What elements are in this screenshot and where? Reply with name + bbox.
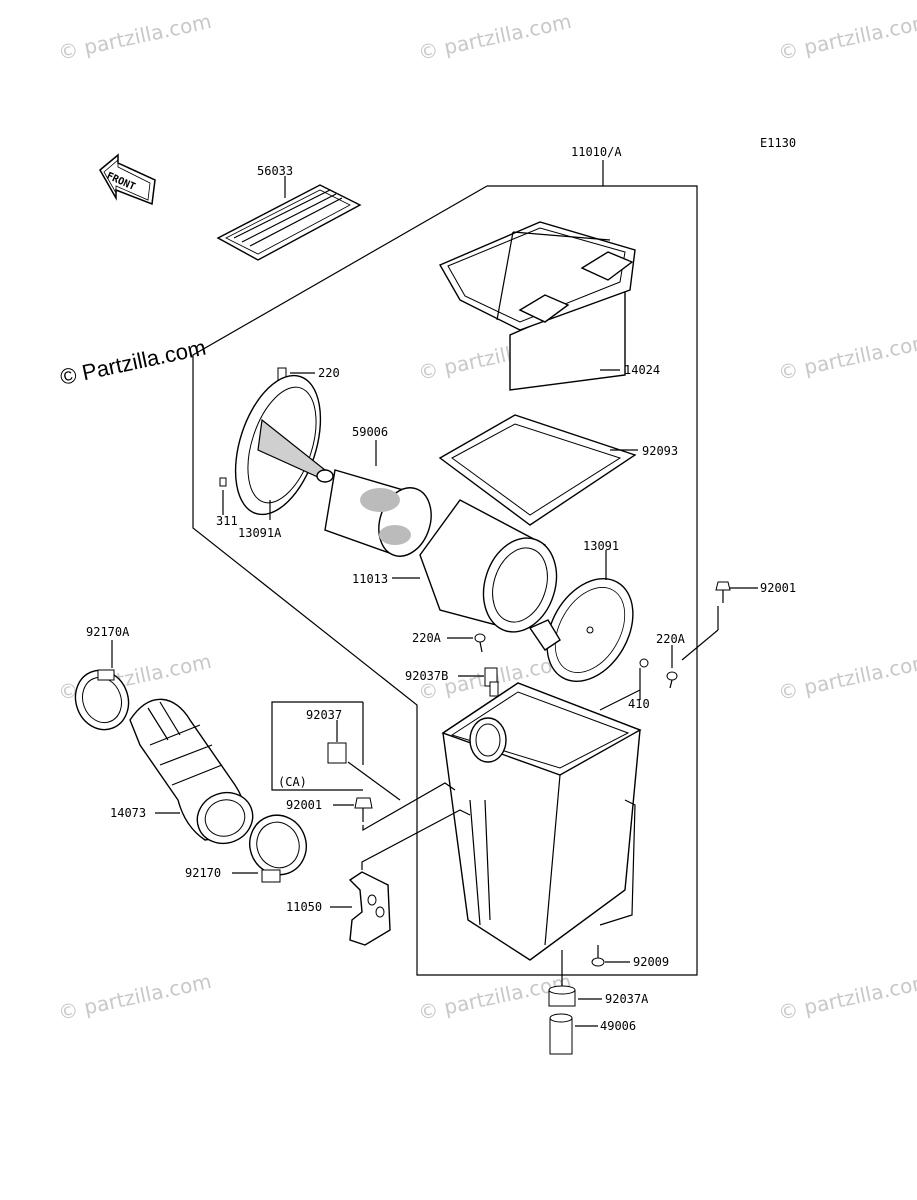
callout-92093: 92093 [642, 444, 678, 458]
callout-11050: 11050 [286, 900, 322, 914]
part-13091A-cover [234, 374, 334, 516]
part-92170A-clamp [74, 669, 130, 731]
part-59006-screen [324, 469, 432, 557]
watermark: © partzilla.com [416, 9, 573, 65]
watermark: © partzilla.com [56, 969, 213, 1025]
callout-311: 311 [216, 514, 238, 528]
part-92093-gasket [438, 414, 637, 526]
callout-13091A: 13091A [238, 526, 282, 540]
front-arrow-icon: FRONT [99, 153, 156, 206]
watermark: © partzilla.com [776, 969, 917, 1025]
part-410-washer [639, 658, 649, 668]
callout-92170: 92170 [185, 866, 221, 880]
callout-220: 220 [318, 366, 340, 380]
leader-line [361, 809, 471, 870]
assembly-bracket [192, 185, 698, 976]
watermark: © partzilla.com [776, 649, 917, 705]
callout-92037A: 92037A [605, 992, 649, 1006]
part-92170-clamp [249, 814, 307, 883]
part-92037B-clamp [484, 667, 499, 697]
part-220A-screw-right [666, 671, 678, 689]
callout-410: 410 [628, 697, 650, 711]
part-92009-screw [591, 945, 605, 967]
callout-11010A: 11010/A [571, 145, 622, 159]
part-92001-bolt-left [354, 797, 373, 822]
part-13091-cap [528, 578, 634, 682]
part-11013-element [419, 499, 558, 633]
callout-49006: 49006 [600, 1019, 636, 1033]
callout-92170A: 92170A [86, 625, 130, 639]
callout-92001-left: 92001 [286, 798, 322, 812]
callout-59006: 59006 [352, 425, 388, 439]
callout-92037: 92037 [306, 708, 342, 722]
leader-line [599, 689, 641, 711]
callout-92009: 92009 [633, 955, 669, 969]
callout-14024: 14024 [624, 363, 660, 377]
callout-13091: 13091 [583, 539, 619, 553]
part-311-grommet [219, 477, 227, 487]
part-92037A-clamp [548, 985, 576, 1007]
ca-variant-box: 92037 (CA) [271, 701, 401, 801]
ca-note: (CA) [278, 775, 307, 789]
callout-220A-left: 220A [412, 631, 442, 645]
watermark-main: © Partzilla.com [58, 335, 208, 390]
callout-56033: 56033 [257, 164, 293, 178]
part-49006-drain-cap [549, 1013, 573, 1055]
part-14073-duct [129, 698, 254, 845]
diagram-code: E1130 [760, 136, 796, 150]
leader-line [362, 782, 456, 832]
part-56033-pad [216, 184, 362, 261]
part-220A-screw-left [474, 633, 486, 653]
callout-92037B: 92037B [405, 669, 448, 683]
part-92037-clamp [327, 742, 347, 764]
watermark: © partzilla.com [56, 9, 213, 65]
part-14024-cover [439, 221, 636, 391]
callout-14073: 14073 [110, 806, 146, 820]
callout-11013: 11013 [352, 572, 388, 586]
watermark: © partzilla.com [776, 9, 917, 65]
callout-220A-right: 220A [656, 632, 686, 646]
watermark: © partzilla.com [776, 329, 917, 385]
part-11050-bracket [348, 871, 391, 946]
part-case-body [441, 682, 642, 961]
leader-line [681, 629, 719, 661]
part-92001-bolt-right [715, 581, 731, 603]
callout-92001-right: 92001 [760, 581, 796, 595]
